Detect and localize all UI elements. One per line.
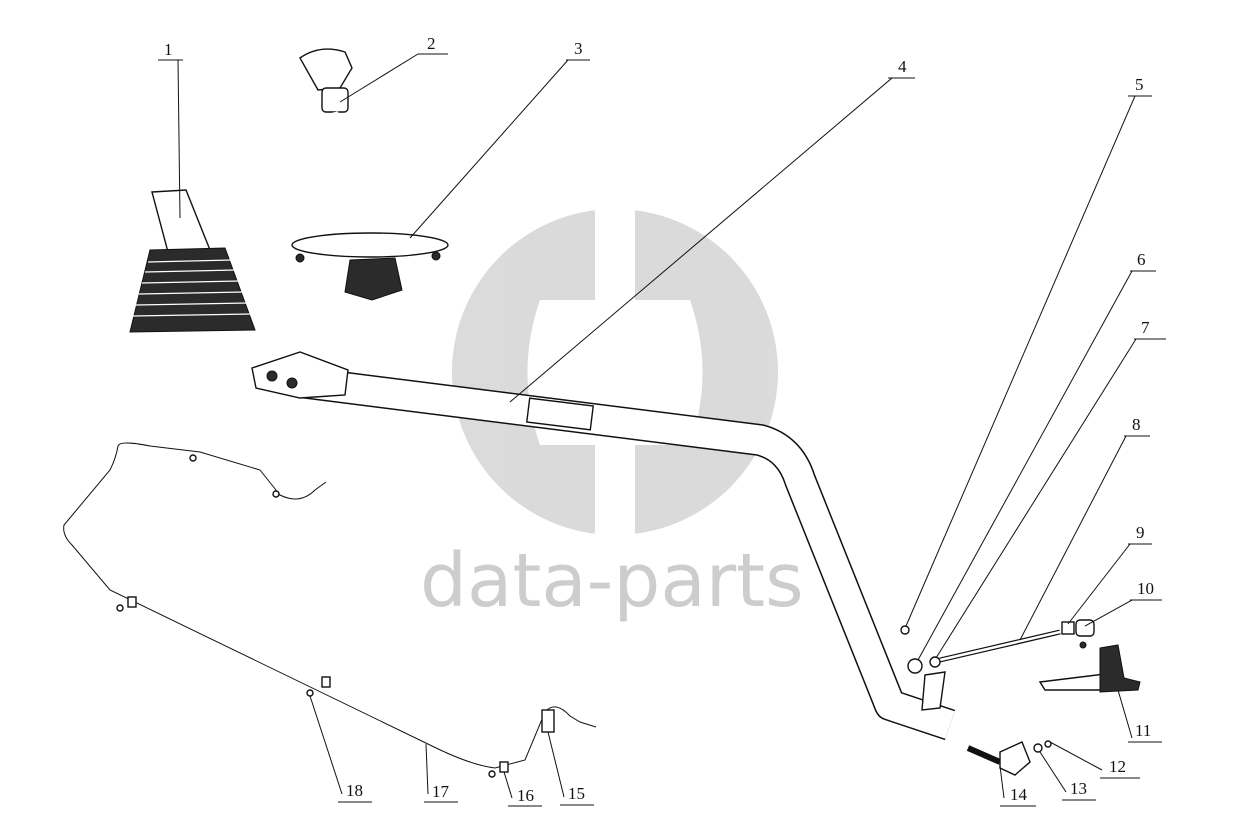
- callout-label-12: 12: [1109, 757, 1126, 776]
- callout-label-1: 1: [164, 40, 173, 59]
- callout-label-3: 3: [574, 39, 583, 58]
- callout-label-10: 10: [1137, 579, 1154, 598]
- callout-10: 10: [1084, 579, 1162, 627]
- callout-label-4: 4: [898, 57, 907, 76]
- callout-4: 4: [509, 57, 915, 403]
- callout-8: 8: [1019, 415, 1150, 641]
- callout-label-6: 6: [1137, 250, 1146, 269]
- callout-label-11: 11: [1135, 721, 1151, 740]
- shift-rod-part: [251, 351, 956, 741]
- callout-label-2: 2: [427, 34, 436, 53]
- clamp-bolt-part: [966, 740, 1052, 776]
- callout-17: 17: [424, 743, 458, 803]
- callout-15: 15: [547, 731, 594, 806]
- callout-7: 7: [935, 318, 1166, 659]
- callout-label-18: 18: [346, 781, 363, 800]
- callout-2: 2: [339, 34, 448, 103]
- callout-11: 11: [1117, 689, 1162, 743]
- callout-13: 13: [1039, 751, 1096, 801]
- linkage-rod-part: [900, 619, 1095, 674]
- callout-3: 3: [409, 39, 590, 239]
- callout-14: 14: [999, 765, 1036, 807]
- callout-label-16: 16: [517, 786, 534, 805]
- callout-label-13: 13: [1070, 779, 1087, 798]
- callout-1: 1: [158, 40, 183, 219]
- callout-label-15: 15: [568, 784, 585, 803]
- callout-18: 18: [309, 695, 372, 803]
- callout-5: 5: [905, 75, 1152, 627]
- callout-label-14: 14: [1010, 785, 1028, 804]
- callout-label-9: 9: [1136, 523, 1145, 542]
- watermark-text: data-parts: [420, 538, 804, 624]
- watermark-logo: [452, 205, 778, 540]
- gear-lever-part: [291, 48, 449, 301]
- gear-boot-part: [129, 189, 256, 333]
- callout-9: 9: [1067, 523, 1152, 625]
- callout-6: 6: [917, 250, 1156, 661]
- callout-label-5: 5: [1135, 75, 1144, 94]
- callout-12: 12: [1049, 741, 1140, 779]
- callout-label-17: 17: [432, 782, 450, 801]
- callout-16: 16: [503, 771, 542, 807]
- cable-harness-part: [63, 442, 597, 778]
- lever-bracket-part: [1038, 644, 1141, 693]
- callout-label-7: 7: [1141, 318, 1150, 337]
- callout-label-8: 8: [1132, 415, 1141, 434]
